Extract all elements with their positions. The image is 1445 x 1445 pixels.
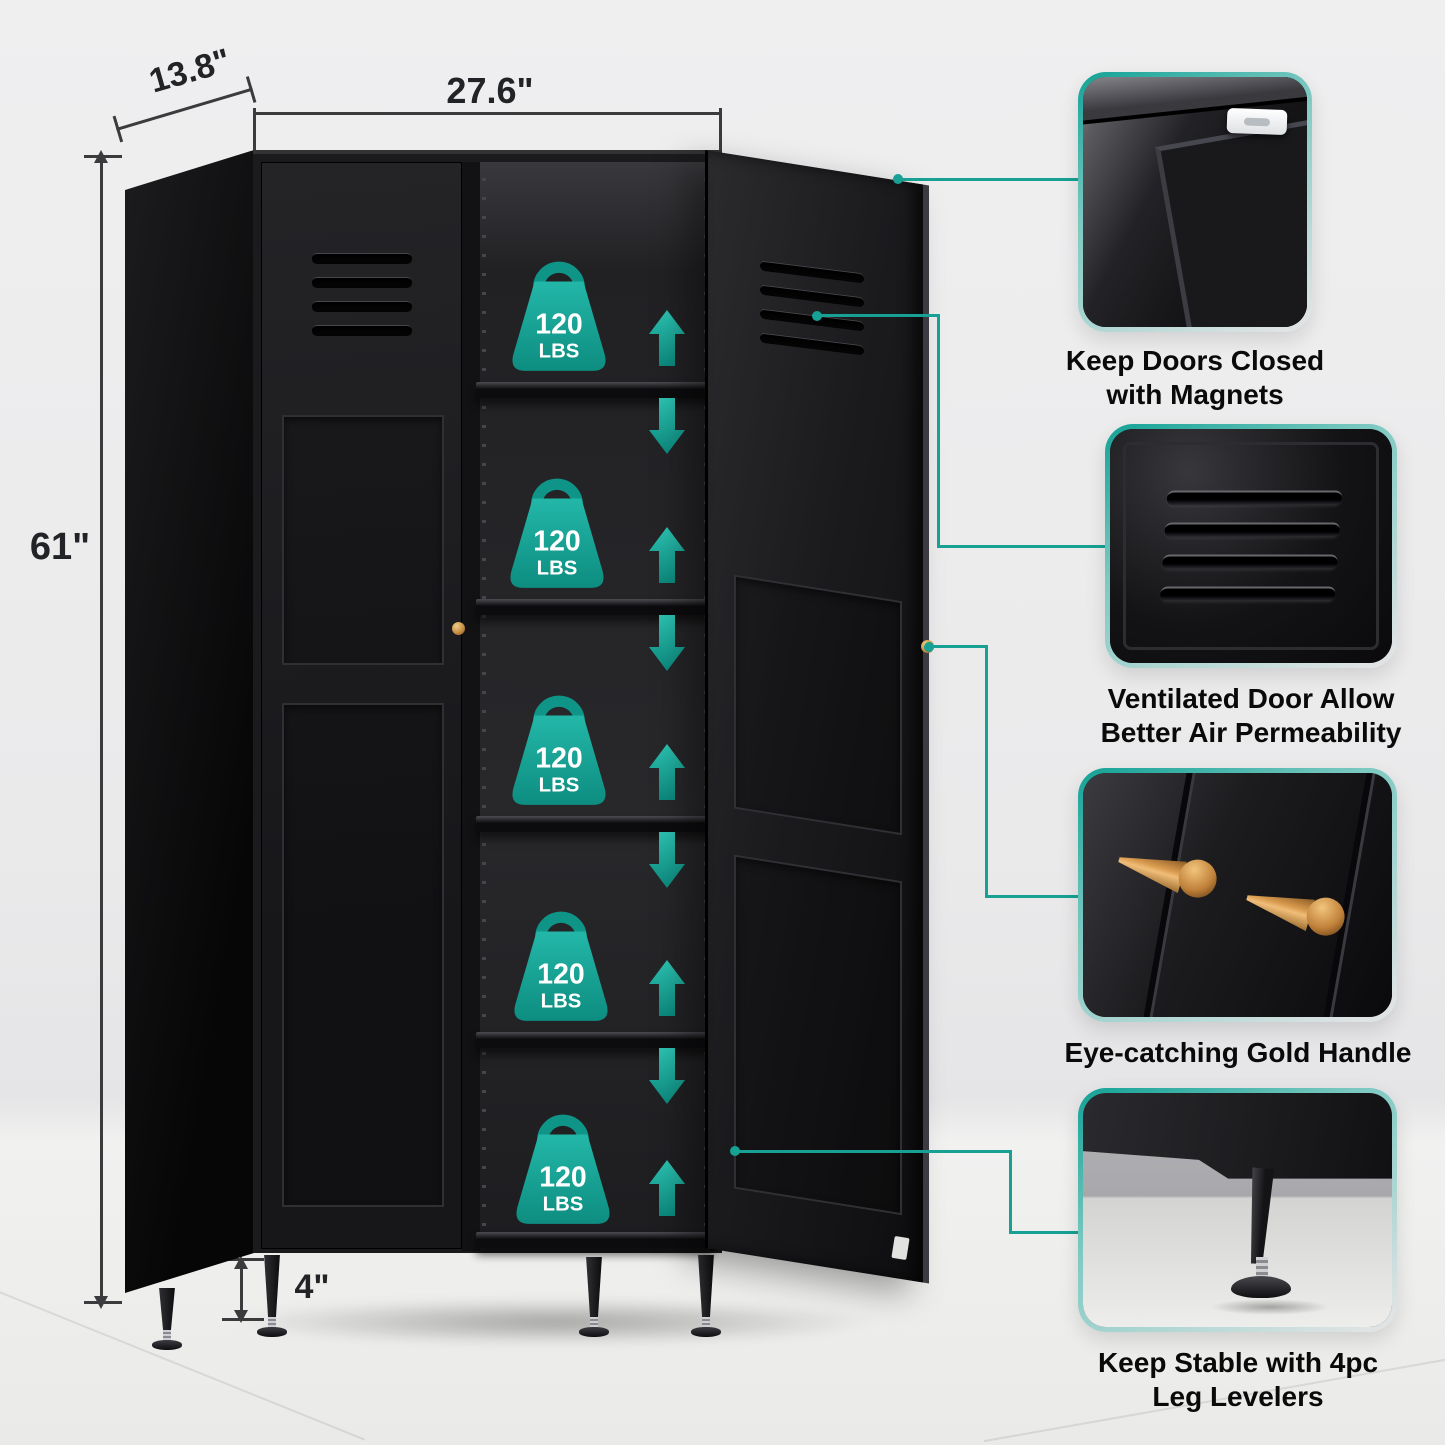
door-vent-slot xyxy=(759,332,865,356)
weight-capacity-icon: 120 LBS xyxy=(512,261,606,371)
cabinet-side-panel xyxy=(125,150,254,1293)
leg-shadow xyxy=(1209,1298,1330,1315)
svg-text:120: 120 xyxy=(535,308,582,340)
leg-dimension-label: 4" xyxy=(294,1268,330,1306)
door-recessed-panel xyxy=(734,574,902,836)
shelf-adjust-arrow-up-icon xyxy=(649,527,685,583)
interior-left-wall xyxy=(462,162,480,1251)
callout-card-handle xyxy=(1078,768,1397,1022)
connector-line-legs xyxy=(738,1150,1012,1153)
svg-text:LBS: LBS xyxy=(537,558,578,580)
door-recessed-panel xyxy=(734,854,902,1216)
svg-text:120: 120 xyxy=(539,1161,586,1193)
vent-door-frame xyxy=(1123,442,1379,650)
door-vent-slot xyxy=(759,284,865,308)
vent-slot xyxy=(1159,586,1336,602)
callout-card-ventilation xyxy=(1105,424,1397,668)
connector-line-handle xyxy=(985,895,1078,898)
svg-text:120: 120 xyxy=(537,958,584,990)
door-vent-slot xyxy=(312,253,412,264)
shelf-adjust-arrow-down-icon xyxy=(649,615,685,671)
weight-capacity-icon: 120 LBS xyxy=(514,911,608,1021)
callout-card-legs xyxy=(1078,1088,1397,1332)
vent-detail-image xyxy=(1110,429,1392,663)
adjustable-shelf xyxy=(476,382,714,398)
connector-line-legs xyxy=(1009,1150,1012,1234)
connector-dot-legs xyxy=(730,1146,740,1156)
leveler-foot xyxy=(1231,1275,1292,1298)
shelf-adjust-arrow-down-icon xyxy=(649,1048,685,1104)
door-recessed-panel xyxy=(282,703,444,1207)
cabinet-floor-shadow xyxy=(140,1292,970,1352)
width-tick-right xyxy=(719,108,722,152)
leg-tick-bottom xyxy=(222,1318,264,1321)
shelf-adjust-arrow-up-icon xyxy=(649,310,685,366)
vent-slots-group xyxy=(1159,474,1344,619)
shelf-adjust-arrow-up-icon xyxy=(649,744,685,800)
adjustable-shelf xyxy=(476,599,714,615)
width-dimension-line xyxy=(254,112,722,115)
door-vent-slot xyxy=(312,325,412,336)
height-tick-top xyxy=(84,155,122,158)
svg-text:LBS: LBS xyxy=(541,991,582,1013)
vent-slot xyxy=(1164,522,1341,538)
door-vent-slot xyxy=(312,301,412,312)
leg-detail-image xyxy=(1083,1093,1392,1327)
connector-dot-magnets xyxy=(893,174,903,184)
svg-text:LBS: LBS xyxy=(543,1194,584,1216)
callout-card-magnets xyxy=(1078,72,1312,332)
shelf-peg-holes xyxy=(482,162,486,1251)
vent-slot xyxy=(1166,490,1343,506)
handle-detail-background xyxy=(1083,773,1392,1017)
weight-capacity-icon: 120 LBS xyxy=(510,478,604,588)
shelf-adjust-arrow-up-icon xyxy=(649,1160,685,1216)
shelf-adjust-arrow-down-icon xyxy=(649,398,685,454)
callout-caption-magnets: Keep Doors Closed with Magnets xyxy=(1065,345,1325,410)
svg-text:LBS: LBS xyxy=(539,341,580,363)
connector-dot-handle xyxy=(924,642,934,652)
weight-capacity-icon: 120 LBS xyxy=(512,695,606,805)
handle-detail-image xyxy=(1083,773,1392,1017)
callout-caption-legs: Keep Stable with 4pc Leg Levelers xyxy=(1097,1347,1379,1412)
depth-dimension-label: 13.8" xyxy=(145,41,235,101)
vent-slot xyxy=(1161,554,1338,570)
callout-caption-ventilation: Ventilated Door Allow Better Air Permeab… xyxy=(1100,683,1402,748)
shelf-adjust-arrow-up-icon xyxy=(649,960,685,1016)
svg-text:120: 120 xyxy=(535,742,582,774)
leveler-screw xyxy=(1256,1256,1269,1280)
height-tick-bottom xyxy=(84,1301,122,1304)
callout-caption-handle: Eye-catching Gold Handle xyxy=(1064,1037,1412,1068)
cabinet-bottom-shelf xyxy=(476,1232,714,1248)
connector-line-handle xyxy=(932,645,988,648)
connector-line-legs xyxy=(1009,1231,1078,1234)
adjustable-shelf xyxy=(476,1032,714,1048)
connector-dot-vent xyxy=(812,311,822,321)
connector-line-magnets xyxy=(901,178,1078,181)
cabinet-left-door xyxy=(261,162,462,1249)
connector-line-vent xyxy=(937,545,1105,548)
height-dimension-line xyxy=(100,158,103,1302)
door-vent-slot xyxy=(759,260,865,284)
magnet-detail-image xyxy=(1083,77,1307,327)
door-vent-slot xyxy=(759,308,865,332)
vent-detail-background xyxy=(1110,429,1392,663)
door-recessed-panel xyxy=(282,415,444,665)
weight-capacity-icon: 120 LBS xyxy=(516,1114,610,1224)
shelf-adjust-arrow-down-icon xyxy=(649,832,685,888)
adjustable-shelf xyxy=(476,816,714,832)
width-tick-left xyxy=(253,108,256,152)
svg-text:120: 120 xyxy=(533,525,580,557)
magnet-chip xyxy=(1226,107,1288,136)
leg-tick-top xyxy=(222,1258,264,1261)
door-vent-slot xyxy=(312,277,412,288)
gold-knob-left-door xyxy=(452,622,465,635)
connector-line-handle xyxy=(985,645,988,898)
height-dimension-label: 61" xyxy=(29,526,91,568)
svg-text:LBS: LBS xyxy=(539,775,580,797)
width-dimension-label: 27.6" xyxy=(446,70,534,111)
connector-line-vent xyxy=(937,314,940,548)
connector-line-vent xyxy=(820,314,940,317)
leg-dimension-line xyxy=(240,1262,243,1316)
